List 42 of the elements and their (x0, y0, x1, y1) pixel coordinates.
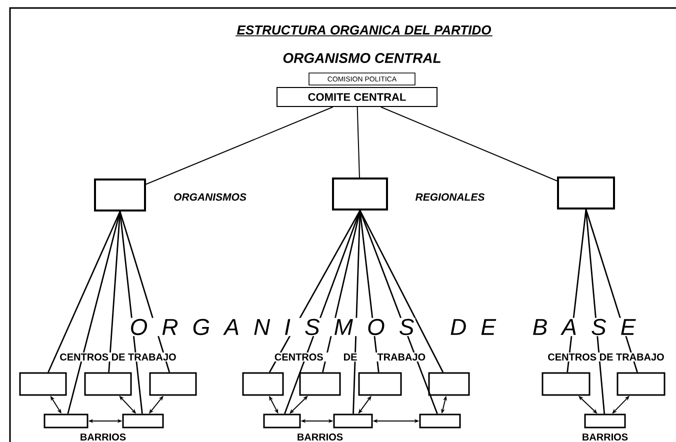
level-label: O R G A N I S M O S (128, 318, 416, 336)
org-box (263, 414, 301, 428)
connector-line (356, 106, 360, 178)
group-label: BARRIOS (78, 432, 128, 442)
org-box (94, 178, 146, 212)
connector-line (359, 210, 438, 414)
org-box (299, 372, 341, 396)
org-box (333, 414, 373, 428)
connector-line (67, 211, 121, 414)
connector-line (585, 209, 606, 414)
level-label: REGIONALES (414, 192, 486, 202)
org-box (557, 176, 615, 210)
connector-line (380, 106, 558, 182)
connector-line (108, 211, 121, 372)
org-box (19, 372, 67, 396)
group-label: BARRIOS (296, 432, 344, 442)
title: ESTRUCTURA ORGANICA DEL PARTIDO (235, 25, 493, 36)
org-box (332, 178, 388, 210)
level-label: ORGANISMOS (172, 192, 248, 202)
org-box (542, 372, 590, 396)
connector-line (48, 211, 121, 373)
level-label: D E (449, 318, 497, 336)
org-box (122, 414, 164, 428)
org-box (428, 372, 470, 396)
org-box (242, 372, 284, 396)
connector-line (119, 211, 143, 414)
org-box (616, 372, 666, 396)
group-label: CENTROS DE TRABAJO (273, 352, 427, 362)
connector-line (359, 210, 444, 373)
group-label: CENTROS DE TRABAJO (58, 352, 178, 362)
connector-line (146, 106, 334, 185)
org-box (44, 414, 88, 428)
level-label: B A S E (531, 318, 637, 336)
org-box (84, 372, 132, 396)
org-box (584, 414, 626, 428)
connector-line (284, 210, 361, 414)
group-label: BARRIOS (580, 432, 630, 442)
org-box (358, 372, 402, 396)
heading: ORGANISMO CENTRAL (282, 52, 442, 64)
org-box (419, 414, 461, 428)
group-label: CENTROS DE TRABAJO (546, 352, 666, 362)
org-box (149, 372, 197, 396)
